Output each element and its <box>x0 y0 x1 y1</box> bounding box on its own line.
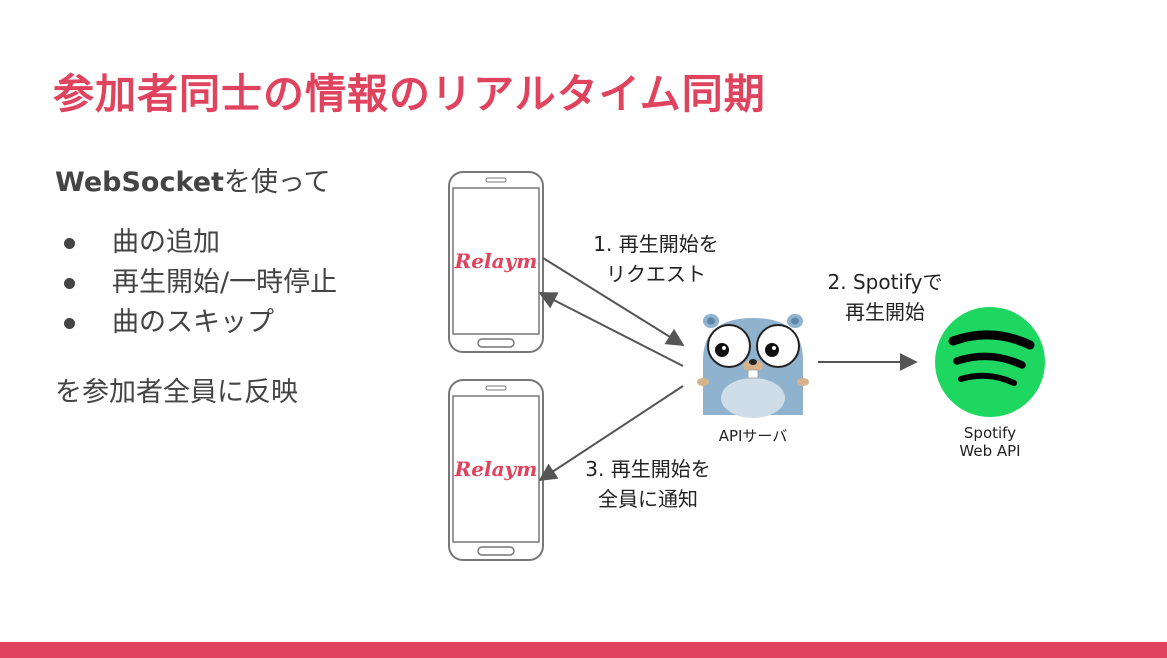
smartphone-icon <box>448 379 544 561</box>
phone-app-logo: Relaym <box>454 249 538 273</box>
spotify-logo-icon <box>935 307 1045 417</box>
list-item: 曲のスキップ <box>60 306 337 346</box>
intro-websocket: WebSocket <box>55 167 224 198</box>
intro-rest: を使って <box>223 167 331 198</box>
step1-label: 1. 再生開始を リクエスト <box>571 229 741 289</box>
feature-list: 曲の追加 再生開始/一時停止 曲のスキップ <box>60 226 337 346</box>
arrow-notify <box>538 385 684 481</box>
spotify-line1: Spotify <box>963 424 1017 442</box>
intro-text: WebSocketを使って <box>55 160 331 199</box>
step3-label: 3. 再生開始を 全員に通知 <box>563 454 733 514</box>
step3-line1: 3. 再生開始を <box>585 457 711 481</box>
server-label: APIサーバ <box>718 427 788 445</box>
step2-label: 2. Spotifyで 再生開始 <box>800 267 970 327</box>
step1-line1: 1. 再生開始を <box>593 232 719 256</box>
outro-text: を参加者全員に反映 <box>55 377 298 408</box>
step1-line2: リクエスト <box>606 262 706 286</box>
step3-line2: 全員に通知 <box>598 487 698 511</box>
footer-accent-bar <box>0 642 1167 658</box>
list-item: 再生開始/一時停止 <box>60 266 337 306</box>
step2-line2: 再生開始 <box>845 300 925 324</box>
list-item: 曲の追加 <box>60 226 337 266</box>
arrow-response <box>538 292 684 367</box>
spotify-label: Spotify Web API <box>932 424 1048 460</box>
phone-app-logo: Relaym <box>454 457 538 481</box>
smartphone-icon <box>448 171 544 353</box>
gopher-mascot-icon <box>697 314 809 418</box>
slide-title: 参加者同士の情報のリアルタイム同期 <box>53 70 766 118</box>
arrow-request <box>542 257 685 346</box>
spotify-line2: Web API <box>959 442 1021 460</box>
step2-line1: 2. Spotifyで <box>827 270 943 294</box>
